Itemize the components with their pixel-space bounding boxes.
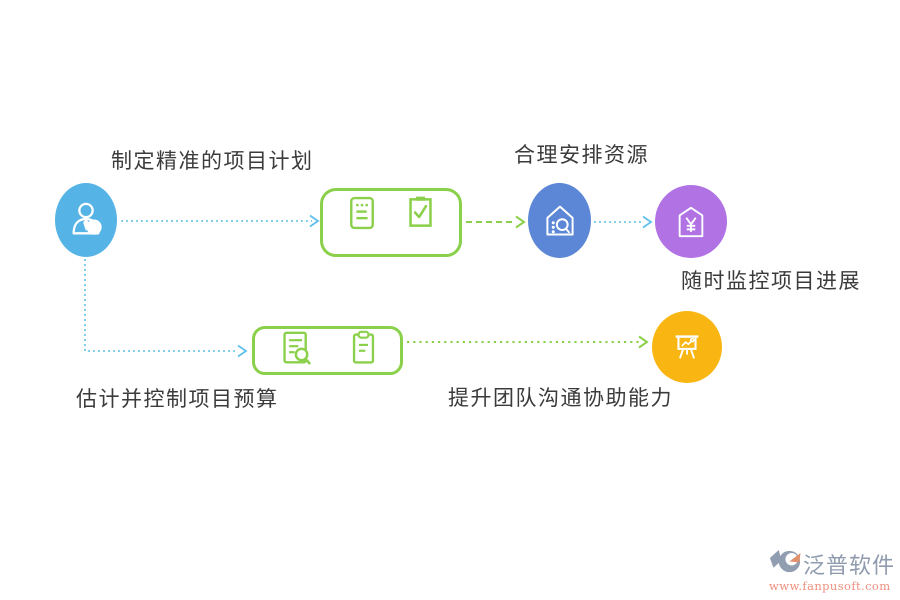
node-money — [655, 185, 727, 258]
node-monitor — [652, 311, 722, 383]
label-plan: 制定精准的项目计划 — [111, 149, 314, 173]
presentation-chart-icon — [669, 329, 705, 365]
fanpu-logo-icon — [769, 547, 801, 580]
brand-url: www.fanpusoft.com — [769, 579, 891, 593]
house-search-icon — [542, 202, 578, 240]
yuan-house-icon — [674, 203, 708, 241]
clipboard-lines-icon — [350, 330, 377, 371]
brand-name: 泛普软件 — [803, 553, 896, 579]
node-resource — [528, 183, 591, 258]
doc-search-icon — [279, 329, 314, 372]
group-plan-documents — [320, 188, 462, 257]
node-planner — [55, 183, 117, 257]
brand-watermark: 泛普软件 www.fanpusoft.com — [769, 547, 897, 593]
group-budget-documents — [252, 326, 403, 375]
label-monitor: 随时监控项目进展 — [681, 269, 861, 293]
person-icon — [67, 199, 105, 241]
label-communication: 提升团队沟通协助能力 — [448, 386, 673, 410]
clipboard-check-icon — [406, 195, 435, 234]
form-icon — [348, 195, 376, 235]
label-budget: 估计并控制项目预算 — [76, 387, 279, 411]
label-resources: 合理安排资源 — [514, 143, 649, 167]
